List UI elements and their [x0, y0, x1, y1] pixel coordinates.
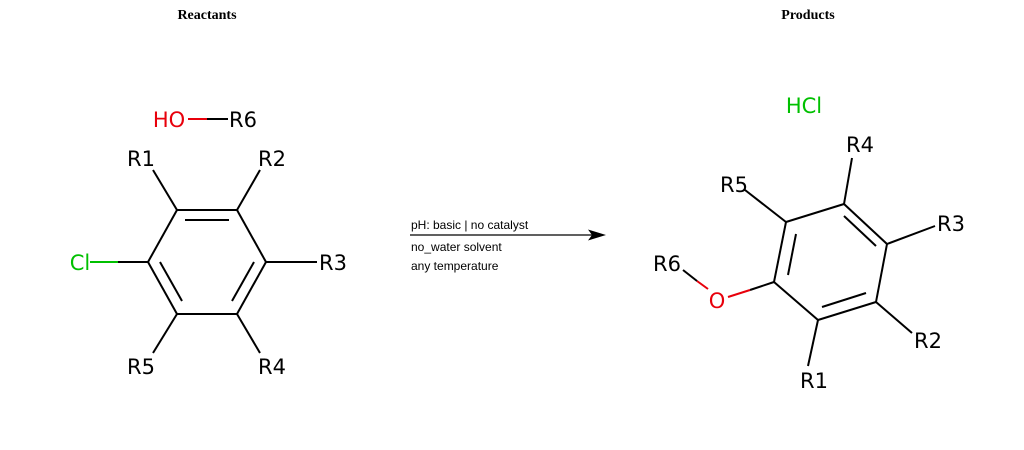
reactant-r2-label: R2	[258, 147, 286, 171]
condition-solvent: no_water solvent	[411, 240, 502, 254]
product-r6-label: R6	[653, 252, 681, 276]
ring-bond	[147, 209, 178, 263]
r5-bond	[744, 189, 787, 223]
ring-bond	[785, 203, 845, 223]
hcl-label: HCl	[786, 94, 822, 118]
r1-bond	[807, 319, 819, 367]
ring-bond	[147, 261, 178, 315]
reactant-r5-label: R5	[127, 355, 155, 379]
ring-inner-bond	[787, 233, 797, 276]
r2-bond	[236, 169, 261, 211]
condition-temperature: any temperature	[411, 259, 499, 273]
r1-bond	[152, 169, 178, 211]
condition-ph-catalyst: pH: basic | no catalyst	[411, 218, 529, 232]
products-heading: Products	[781, 8, 835, 23]
ring-bond	[875, 243, 888, 303]
ether-oxygen-label: O	[709, 289, 726, 313]
product-r2-label: R2	[914, 329, 942, 353]
o-r6-bond-red-half	[696, 280, 709, 290]
ring-bond	[236, 261, 267, 315]
ring-bond	[843, 203, 888, 245]
ring-inner-bond	[159, 261, 183, 302]
o-aryl-bond-black-half	[749, 281, 775, 291]
o-r6-bond-black-half	[682, 269, 698, 282]
ring-bond	[773, 281, 819, 321]
ring-bond	[236, 209, 267, 263]
ring-inner-bond	[231, 261, 255, 302]
product-r3-label: R3	[937, 212, 965, 236]
o-aryl-bond-red-half	[727, 289, 751, 298]
r3-bond	[886, 225, 936, 245]
reaction-arrow	[410, 229, 606, 241]
r4-bond	[843, 157, 853, 205]
alcohol-molecule: HO R6	[153, 108, 257, 132]
chlorine-label: Cl	[70, 251, 91, 275]
hydroxyl-label: HO	[153, 108, 185, 132]
ring-inner-bond	[821, 292, 867, 308]
alcohol-r6-label: R6	[229, 108, 257, 132]
reactants-heading: Reactants	[177, 8, 237, 23]
product-r5-label: R5	[720, 173, 748, 197]
ring-bond	[773, 221, 787, 283]
aryl-ether-molecule	[682, 157, 936, 367]
r5-bond	[152, 313, 178, 354]
ring-inner-bond	[843, 215, 877, 247]
reactant-r3-label: R3	[319, 251, 347, 275]
reactant-r4-label: R4	[258, 355, 286, 379]
reactant-r1-label: R1	[127, 147, 155, 171]
r4-bond	[236, 313, 261, 354]
product-r1-label: R1	[800, 369, 828, 393]
ring-bond	[817, 301, 877, 321]
chloroarene-molecule	[90, 169, 317, 354]
product-r4-label: R4	[846, 133, 874, 157]
r2-bond	[875, 301, 913, 334]
